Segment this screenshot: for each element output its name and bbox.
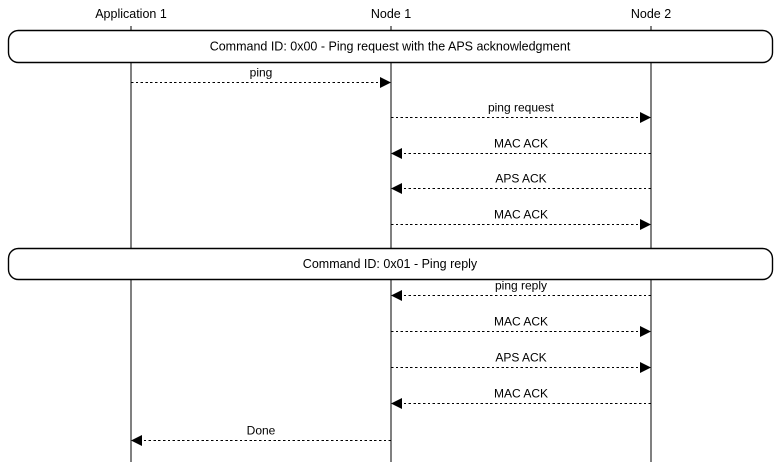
message-label: MAC ACK <box>494 137 548 151</box>
participant-label-node-2: Node 2 <box>631 7 671 21</box>
message-label: APS ACK <box>495 351 546 365</box>
message-arrowhead <box>640 112 651 123</box>
message-arrowhead <box>380 77 391 88</box>
message-msg-mac-ack-4: MAC ACK <box>391 387 651 409</box>
message-arrowhead <box>131 435 142 446</box>
message-label: ping request <box>488 101 555 115</box>
frame-frame-ping-request: Command ID: 0x00 - Ping request with the… <box>7 29 774 64</box>
message-label: Done <box>247 424 276 438</box>
message-label: MAC ACK <box>494 387 548 401</box>
message-msg-aps-ack-1: APS ACK <box>391 172 651 194</box>
message-label: ping reply <box>495 279 547 293</box>
message-arrowhead <box>391 148 402 159</box>
lifelines-layer <box>130 26 652 462</box>
message-arrowhead <box>640 362 651 373</box>
message-msg-mac-ack-2: MAC ACK <box>391 208 651 230</box>
frames-layer: Command ID: 0x00 - Ping request with the… <box>7 29 774 281</box>
message-msg-mac-ack-1: MAC ACK <box>391 137 651 159</box>
message-arrowhead <box>640 219 651 230</box>
message-arrowhead <box>391 183 402 194</box>
message-label: MAC ACK <box>494 315 548 329</box>
message-arrowhead <box>391 398 402 409</box>
message-label: APS ACK <box>495 172 546 186</box>
message-msg-ping-request: ping request <box>391 101 651 123</box>
participant-headers-layer: Application 1 Node 1 Node 2 <box>95 7 671 21</box>
message-arrowhead <box>391 290 402 301</box>
message-msg-done: Done <box>131 424 391 446</box>
message-msg-mac-ack-3: MAC ACK <box>391 315 651 337</box>
message-label: MAC ACK <box>494 208 548 222</box>
message-label: ping <box>250 66 273 80</box>
message-msg-aps-ack-2: APS ACK <box>391 351 651 373</box>
message-msg-ping: ping <box>131 66 391 88</box>
frame-label: Command ID: 0x00 - Ping request with the… <box>210 40 571 54</box>
frame-frame-ping-reply: Command ID: 0x01 - Ping reply <box>7 247 774 281</box>
message-msg-ping-reply: ping reply <box>391 279 651 301</box>
participant-label-node-1: Node 1 <box>371 7 411 21</box>
frame-box <box>7 247 774 281</box>
participant-label-application-1: Application 1 <box>95 7 167 21</box>
frame-label: Command ID: 0x01 - Ping reply <box>303 257 478 271</box>
message-arrowhead <box>640 326 651 337</box>
frame-box <box>7 29 774 64</box>
